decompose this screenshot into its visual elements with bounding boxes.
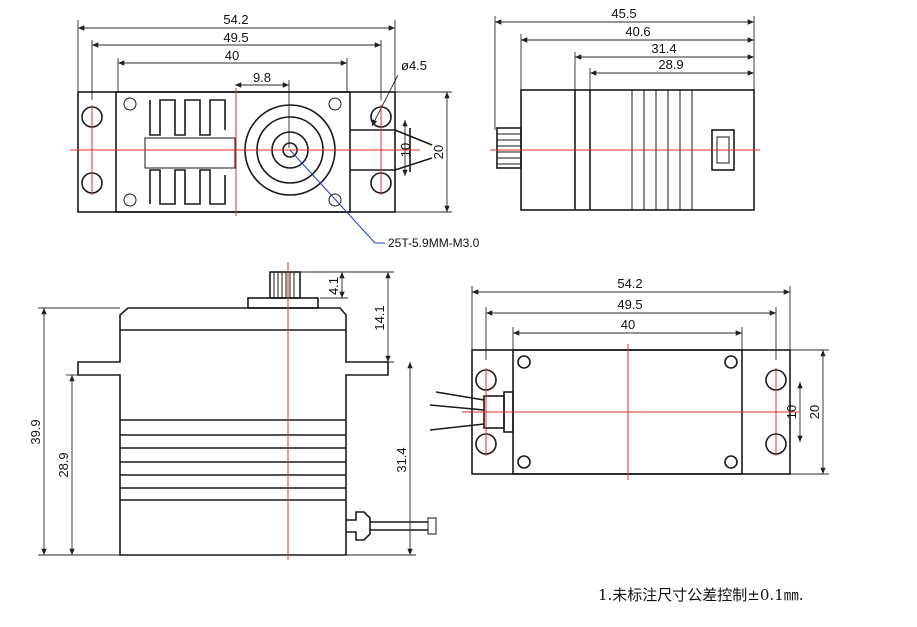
top-dim-hole: ø4.5 (401, 58, 427, 73)
front-dim-case: 31.4 (394, 447, 409, 472)
bottom-view: 54.2 49.5 40 10 20 (429, 276, 829, 480)
tolerance-note: 1.未标注尺寸公差控制±0.1㎜. (598, 586, 804, 604)
top-dim-mount: 49.5 (223, 30, 248, 45)
front-dim-total-height: 39.9 (28, 419, 43, 444)
front-dim-upper: 14.1 (372, 305, 387, 330)
side-dim-2: 40.6 (625, 24, 650, 39)
bottom-dim-mount: 49.5 (617, 297, 642, 312)
side-dim-3: 31.4 (651, 41, 676, 56)
side-dim-4: 28.9 (658, 57, 683, 72)
bottom-dim-body: 40 (621, 317, 635, 332)
bottom-dim-height: 20 (807, 405, 822, 419)
top-dim-overall: 54.2 (223, 12, 248, 27)
top-dim-height: 20 (431, 145, 446, 159)
front-view: 39.9 28.9 14.1 4.1 31.4 (28, 262, 437, 560)
top-dim-offset: 9.8 (253, 70, 271, 85)
side-view-right: 45.5 40.6 31.4 28.9 (490, 6, 760, 211)
side-dim-overall: 45.5 (611, 6, 636, 21)
top-dim-body: 40 (225, 48, 239, 63)
bottom-dim-overall: 54.2 (617, 276, 642, 291)
top-view: 54.2 49.5 40 9.8 ø4.5 10 20 (70, 12, 480, 250)
front-dim-lower-height: 28.9 (56, 452, 71, 477)
front-dim-spline: 4.1 (326, 277, 341, 295)
spline-callout: 25T-5.9MM-M3.0 (388, 236, 480, 250)
